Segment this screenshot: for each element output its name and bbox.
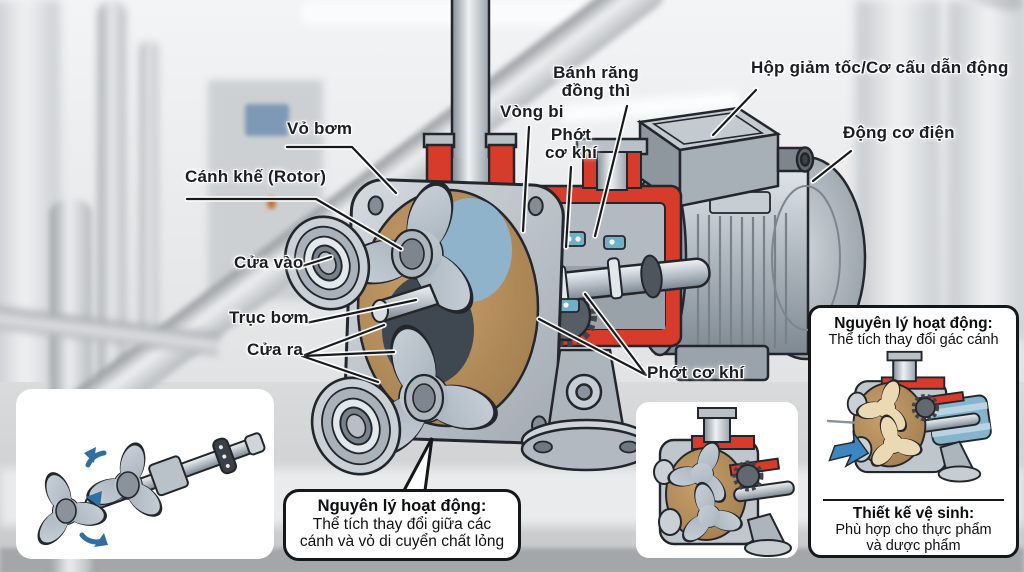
inset-mini-pump [636, 402, 798, 558]
note-operating-principle: Nguyên lý hoạt động: Thể tích thay đổi g… [283, 489, 521, 561]
label-pump-casing: Vỏ bơm [287, 119, 353, 138]
mini-pump-cutaway [653, 407, 795, 557]
label-outlet: Cửa ra [247, 340, 304, 359]
bearings-seals [483, 231, 626, 324]
cable-gland [776, 146, 815, 173]
label-motor: Động cơ điện [843, 123, 955, 142]
outlet-flange [310, 376, 402, 476]
label-bearing: Vòng bi [500, 102, 564, 121]
panel-principle-title: Nguyên lý hoạt động: [834, 315, 993, 332]
panel-hygiene-title: Thiết kế vệ sinh: [852, 504, 975, 522]
inset-exploded-view [11, 389, 274, 559]
panel-divider [823, 498, 1004, 501]
support-foot [520, 348, 652, 472]
label-rotor: Cánh khế (Rotor) [185, 167, 327, 186]
mini-pump-hygienic [826, 350, 992, 483]
top-pipe [422, 0, 518, 194]
inlet-flange [283, 215, 371, 311]
flow-arrow [827, 430, 869, 468]
exploded-rotor-shaft [11, 432, 266, 556]
label-inlet: Cửa vào [234, 253, 304, 272]
label-mech-seal-bottom: Phớt cơ khí [647, 363, 745, 382]
rotor-bottom [329, 304, 513, 474]
leader-lines [184, 87, 854, 385]
rotation-arrows [79, 447, 108, 547]
bg-screen [245, 104, 289, 136]
bg-pipe-2 [140, 40, 158, 350]
panel-hygiene-text: Phù hợp cho thực phẩm và dược phẩm [835, 521, 992, 554]
rotor-top [327, 158, 515, 332]
junction-box [636, 106, 815, 209]
bg-tank-right1 [856, 0, 940, 330]
panel-principle-text: Thể tích thay đổi gác cánh [828, 332, 999, 348]
bg-orange-light [267, 197, 276, 209]
label-shaft: Trục bơm [229, 308, 309, 327]
note-body: Thể tích thay đổi giữa các cánh và vỏ di… [299, 516, 505, 551]
note-title: Nguyên lý hoạt động: [317, 497, 487, 515]
bg-tank-right2 [948, 0, 1024, 340]
label-mech-seal-top: Phớt cơ khí [544, 125, 598, 163]
label-gearbox: Hộp giảm tốc/Cơ cấu dẫn động [751, 58, 1009, 77]
panel-principle-hygiene: Nguyên lý hoạt động: Thể tích thay đổi g… [808, 305, 1019, 558]
label-timing-gear: Bánh răng đồng thì [553, 63, 639, 101]
